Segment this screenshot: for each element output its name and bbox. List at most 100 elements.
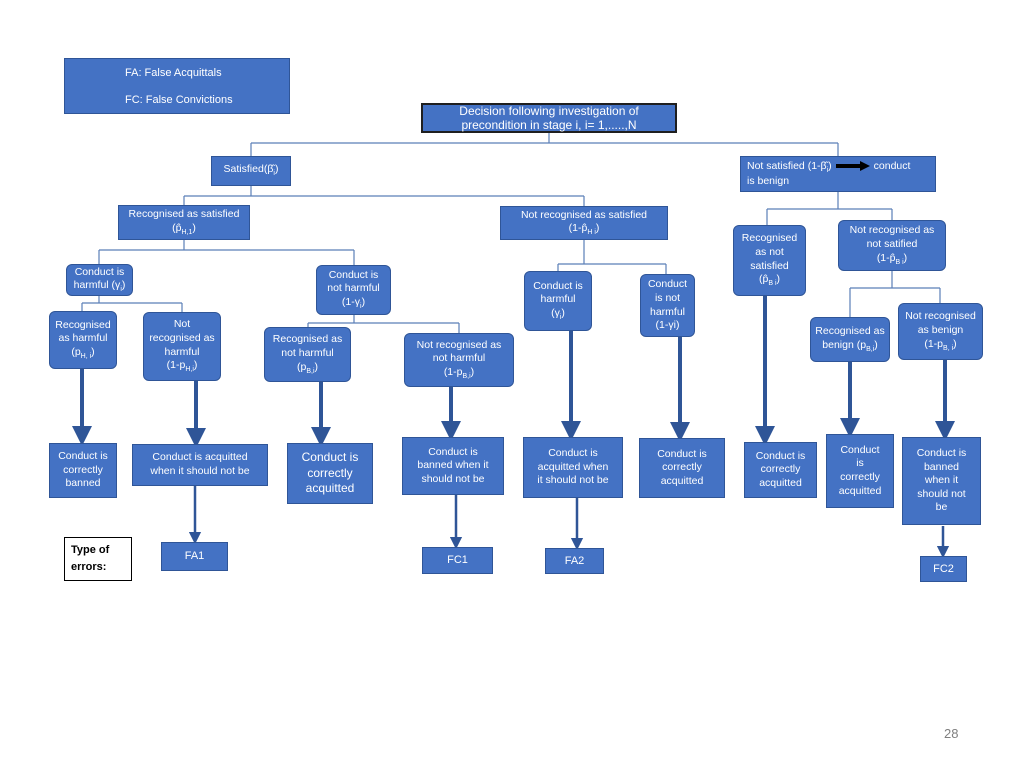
outcome-5-line-1: Conduct is bbox=[548, 447, 598, 460]
outcome-correctly-acquitted-3: Conduct is correctly acquitted bbox=[744, 442, 817, 498]
not-harmful-1-close: ) bbox=[361, 296, 366, 309]
node-not-recognised-harmful: Not recognised as harmful (1-pH,i) bbox=[143, 312, 221, 381]
not-recognised-satisfied-line-1: Not recognised as satisfied bbox=[520, 208, 648, 221]
node-not-recognised-benign: Not recognised as benign (1-pB, i) bbox=[898, 303, 983, 360]
outcome-3-line-2: correctly bbox=[307, 465, 353, 480]
satisfied-close: ) bbox=[274, 163, 279, 176]
outcome-5-line-2: acquitted when bbox=[537, 460, 609, 473]
not-recognised-not-satisfied-line-1: Not recognised as bbox=[849, 224, 935, 237]
rec-not-harmful-line-2: not harmful bbox=[281, 346, 334, 359]
outcome-4-line-2: banned when it bbox=[417, 459, 489, 472]
node-not-satisfied: Not satisfied (1-β̂i)conduct is benign bbox=[740, 156, 936, 192]
satisfied-sub: i bbox=[273, 170, 275, 178]
not-recognised-satisfied-open: (1- bbox=[568, 222, 582, 235]
rec-not-harmful-close: ) bbox=[314, 360, 319, 373]
node-satisfied: Satisfied(β̂i) bbox=[211, 156, 291, 186]
harmful-2-gamma: (γ bbox=[551, 307, 560, 320]
connector-not-satisfied bbox=[766, 192, 893, 225]
connector-root bbox=[250, 133, 839, 156]
not-rec-harmful-line-2: recognised as bbox=[149, 332, 215, 345]
not-satisfied-conduct: conduct bbox=[873, 159, 911, 172]
not-recognised-not-satisfied-open: (1- bbox=[876, 251, 890, 264]
rec-not-harmful-sub: B,i bbox=[306, 367, 315, 375]
not-harmful-1-line-2: not harmful bbox=[327, 282, 380, 295]
recognised-not-satisfied-open: ( bbox=[758, 273, 763, 286]
harmful-2-sub: i bbox=[559, 314, 562, 322]
recognised-not-satisfied-close: ) bbox=[776, 273, 781, 286]
node-recognised-not-satisfied: Recognised as not satisfied (p̂B i) bbox=[733, 225, 806, 296]
connector-not-recognised-not-satisfied bbox=[849, 271, 941, 317]
satisfied-symbol: β̂ bbox=[267, 163, 274, 176]
node-recognised-satisfied: Recognised as satisfied (p̂H,1) bbox=[118, 205, 250, 240]
harmful-1-close: ) bbox=[121, 279, 126, 292]
not-rec-harmful-p: (1-p bbox=[166, 359, 186, 372]
node-not-recognised-satisfied: Not recognised as satisfied (1-p̂H i) bbox=[500, 206, 668, 240]
recognised-satisfied-symbol: p̂ bbox=[175, 221, 182, 234]
legend-fc: FC: False Convictions bbox=[125, 94, 233, 106]
connector-recognised-satisfied bbox=[98, 240, 355, 265]
node-harmful-2: Conduct is harmful (γi) bbox=[524, 271, 592, 331]
not-harmful-2-line-1: Conduct bbox=[647, 278, 688, 291]
rec-benign-p: benign (p bbox=[822, 338, 867, 351]
recognised-satisfied-line-1: Recognised as satisfied bbox=[128, 208, 240, 221]
rec-not-harmful-line-1: Recognised as bbox=[272, 333, 343, 346]
outcome-correctly-acquitted-1: Conduct is correctly acquitted bbox=[287, 443, 373, 504]
not-rec-not-harmful-p: (1-p bbox=[443, 366, 463, 379]
not-rec-benign-p: (1-p bbox=[924, 337, 944, 350]
connector-not-recognised-satisfied bbox=[557, 240, 667, 274]
legend-box: FA: False Acquittals FC: False Convictio… bbox=[64, 58, 290, 114]
outcome-4-line-3: should not be bbox=[421, 472, 485, 485]
rec-harmful-line-1: Recognised bbox=[55, 318, 111, 331]
type-of-errors-line-2: errors: bbox=[71, 560, 107, 573]
error-fc2-label: FC2 bbox=[933, 562, 954, 575]
outcome-banned-wrongly-2: Conduct is banned when it should not be bbox=[902, 437, 981, 525]
recognised-not-satisfied-line-1: Recognised bbox=[741, 232, 798, 245]
outcome-2-line-2: when it should not be bbox=[150, 465, 250, 477]
node-recognised-benign: Recognised as benign (pB,i) bbox=[810, 317, 890, 362]
not-recognised-satisfied-close: ) bbox=[595, 222, 600, 235]
type-of-errors-line-1: Type of bbox=[71, 544, 110, 556]
recognised-satisfied-open: ( bbox=[172, 221, 176, 234]
not-harmful-1-gamma: (1-γ bbox=[341, 296, 361, 309]
harmful-1-gamma: harmful (γ bbox=[73, 279, 121, 292]
not-recognised-not-satisfied-symbol: p̂ bbox=[889, 251, 896, 264]
not-harmful-2-line-3: harmful bbox=[649, 305, 685, 318]
harmful-2-line-1: Conduct is bbox=[533, 279, 583, 292]
not-rec-not-harmful-close: ) bbox=[470, 366, 475, 379]
recognised-satisfied-close: ) bbox=[192, 221, 196, 234]
outcome-6-line-3: acquitted bbox=[660, 474, 704, 487]
outcome-6-line-1: Conduct is bbox=[657, 447, 707, 460]
node-not-recognised-not-satisfied: Not recognised as not satified (1-p̂B i) bbox=[838, 220, 946, 271]
not-satisfied-close: ) bbox=[828, 159, 832, 172]
outcome-banned-wrongly-1: Conduct is banned when it should not be bbox=[402, 437, 504, 495]
recognised-not-satisfied-line-2: as not bbox=[755, 246, 784, 259]
error-fc2: FC2 bbox=[920, 556, 967, 582]
not-harmful-2-line-2: is not bbox=[654, 291, 681, 304]
outcome-correctly-banned: Conduct is correctly banned bbox=[49, 443, 117, 498]
outcome-8-line-4: acquitted bbox=[838, 484, 882, 497]
node-harmful-1: Conduct is harmful (γi) bbox=[66, 264, 133, 296]
not-rec-benign-sub: B, i bbox=[943, 344, 954, 352]
not-satisfied-symbol: β̂ bbox=[820, 159, 827, 172]
not-rec-not-harmful-sub: B,i bbox=[462, 373, 471, 381]
outcome-acquitted-wrongly-2: Conduct is acquitted when it should not … bbox=[523, 437, 623, 498]
error-fa2: FA2 bbox=[545, 548, 604, 574]
outcome-8-line-2: is bbox=[856, 457, 864, 470]
recognised-not-satisfied-line-3: satisfied bbox=[750, 259, 789, 272]
connector-harmful-1 bbox=[81, 296, 183, 312]
outcome-6-line-2: correctly bbox=[662, 461, 702, 474]
outcome-9-line-5: be bbox=[935, 501, 948, 514]
node-recognised-not-harmful: Recognised as not harmful (pB,i) bbox=[264, 327, 351, 382]
not-recognised-not-satisfied-close: ) bbox=[903, 251, 908, 264]
right-arrow-icon bbox=[835, 160, 870, 171]
satisfied-text: Satisfied( bbox=[223, 163, 268, 176]
harmful-1-line-1: Conduct is bbox=[74, 265, 125, 278]
harmful-2-close: ) bbox=[561, 307, 565, 320]
error-fa2-label: FA2 bbox=[564, 554, 585, 567]
outcome-8-line-1: Conduct bbox=[840, 443, 880, 456]
outcome-acquitted-wrongly-1: Conduct is acquitted when it should not … bbox=[132, 444, 268, 486]
not-satisfied-sub: i bbox=[826, 166, 829, 174]
outcome-9-line-3: when it bbox=[924, 474, 959, 487]
outcome-7-line-3: acquitted bbox=[759, 476, 802, 489]
